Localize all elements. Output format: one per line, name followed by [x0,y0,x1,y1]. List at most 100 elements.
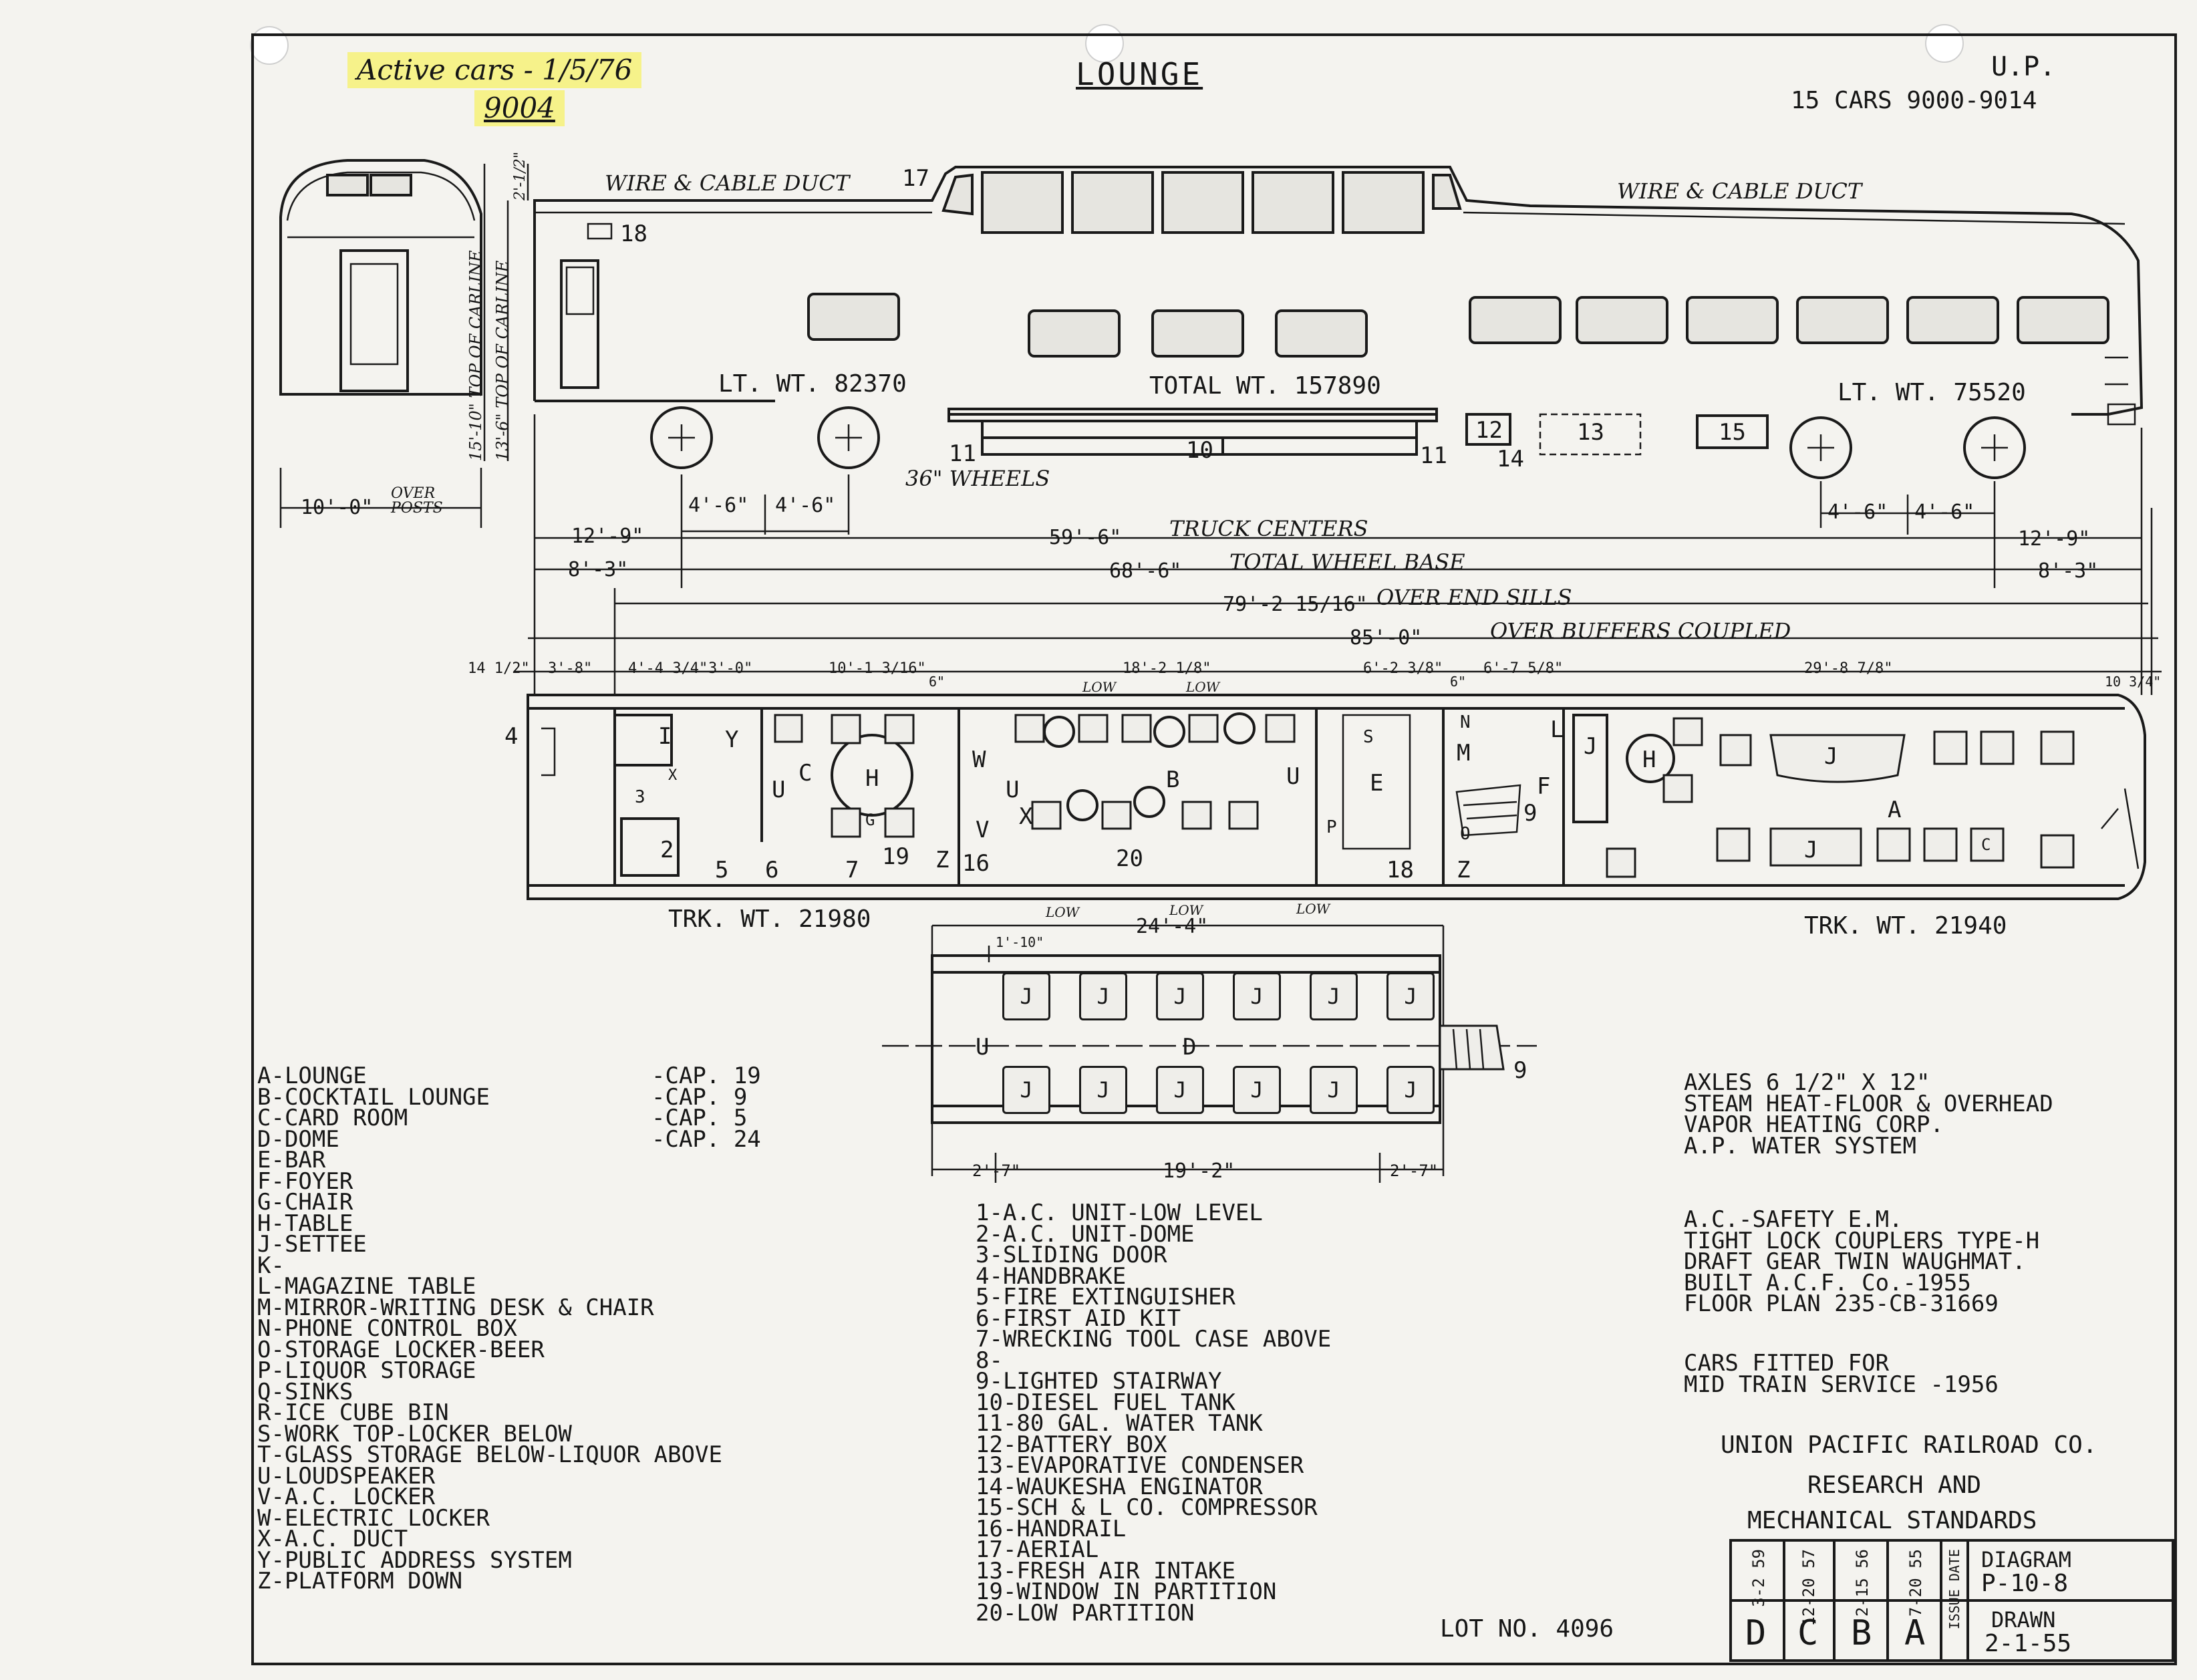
legend-letter-item-3: C-CARD ROOM [257,1105,408,1131]
plan-callout-16: 16 [962,850,990,877]
dome-windows [941,171,1462,234]
issue-letter-c: C [1797,1613,1819,1653]
plan-letter-m: M [1457,740,1471,766]
dome-seat: J [1386,972,1435,1020]
diagram-number: P-10-8 [1981,1570,2069,1597]
lt-wt-right: LT. WT. 75520 [1838,379,2026,406]
dim-plan-1: 14 1/2" [468,660,530,677]
low-label-2: LOW [1186,679,1220,695]
active-cars-note: Active cars - 1/5/76 [347,52,642,88]
dim-wheel-base-label: TOTAL WHEEL BASE [1229,549,1465,575]
dim-axle-left-1: 4'-6" [688,494,749,517]
plan-letter-c2: C [1981,835,1991,854]
plan-letter-w: W [972,746,986,773]
drawn-label: DRAWN [1991,1607,2056,1633]
plan-letter-z: Z [935,847,949,873]
plan-letter-a: A [1888,797,1902,823]
dome-end-left: 2'-7" [972,1161,1021,1180]
callout-11b: 11 [1420,442,1447,469]
legend-letter-item-2: B-COCKTAIL LOUNGE [257,1083,490,1111]
plan-letter-e: E [1370,770,1384,797]
spec-item-1: AXLES 6 1/2" X 12" [1684,1069,1930,1096]
plan-letter-c: C [798,760,813,787]
dome-seat: J [1002,1066,1050,1114]
dim-plan-8: 6'-2 3/8" [1363,660,1443,677]
plan-callout-5: 5 [715,857,729,883]
company-dept-1: RESEARCH AND [1807,1472,1982,1499]
dim-truck-centers: 59'-6" [1049,526,1122,549]
legend-letter-item-21: V-A.C. LOCKER [257,1484,436,1510]
plan-callout-20: 20 [1116,845,1143,872]
company-dept-2: MECHANICAL STANDARDS [1747,1507,2037,1534]
low-label-1: LOW [1082,679,1117,695]
plan-letter-f: F [1537,773,1551,800]
truck-weight-left: TRK. WT. 21980 [668,905,871,933]
plan-letter-n: N [1460,712,1471,732]
callout-17: 17 [902,165,929,192]
plan-callout-7: 7 [845,857,859,883]
plan-letter-z2: Z [1457,857,1471,883]
legend-number-item-15: 15-SCH & L CO. COMPRESSOR [976,1494,1318,1521]
dim-axle-left-2: 4'-6" [775,494,836,517]
fitted-line-2: MID TRAIN SERVICE -1956 [1684,1371,1999,1398]
railroad-initials: U.P. [1991,51,2056,82]
legend-letter-item-25: Z-PLATFORM DOWN [257,1568,463,1594]
plan-letter-h: H [865,765,879,792]
dim-buffers-label: OVER BUFFERS COUPLED [1490,618,1791,644]
legend-number-item-5: 5-FIRE EXTINGUISHER [976,1284,1235,1310]
spec2-item-5: FLOOR PLAN 235-CB-31669 [1684,1290,1999,1317]
wire-duct-left: WIRE & CABLE DUCT [605,170,850,196]
dim-plan-4: 3'-0" [708,660,753,677]
binder-hole-right [1925,24,1964,63]
plan-letter-u3: U [1286,763,1300,790]
plan-callout-3: 3 [635,787,645,807]
callout-11a: 11 [949,440,976,467]
legend-letter-item-11: L-MAGAZINE TABLE [257,1273,476,1300]
legend-letter-item-1: A-LOUNGE [257,1063,367,1089]
issue-date-d: 3-2 59 [1749,1549,1768,1607]
legend-letter-item-4: D-DOME [257,1125,339,1153]
legend-letter-item-9: J-SETTEE [257,1231,367,1258]
plan-callout-6: 6 [765,857,779,883]
dome-label-u: U [976,1034,990,1061]
legend-letter-item-13: N-PHONE CONTROL BOX [257,1315,517,1342]
legend-number-item-18: 13-FRESH AIR INTAKE [976,1557,1235,1584]
lounge-seats [1606,717,2075,878]
dim-truck-centers-label: TRUCK CENTERS [1169,516,1368,541]
spec2-item-2: TIGHT LOCK COUPLERS TYPE-H [1684,1227,2040,1254]
plan-letter-x: X [668,767,678,784]
plan-letter-x2: X [1019,803,1033,830]
legend-letter-item-10: K- [257,1252,285,1279]
low-label-4: LOW [1169,902,1203,918]
plan-letter-o: O [1460,824,1471,844]
height-carline: 13'-6" TOP OF CARLINE [493,260,512,461]
lot-number: LOT NO. 4096 [1440,1615,1614,1643]
dim-end-sills: 79'-2 15/16" [1223,593,1368,616]
plan-callout-9: 9 [1523,800,1537,827]
legend-number-item-11: 11-80 GAL. WATER TANK [976,1410,1263,1437]
plan-callout-4: 4 [504,723,519,750]
issue-date-b: 2-15 56 [1853,1549,1872,1617]
dim-plan-5: 10'-1 3/16" [829,660,926,677]
issue-letter-b: B [1851,1613,1872,1653]
legend-number-item-10: 10-DIESEL FUEL TANK [976,1389,1235,1416]
title-block [1729,1539,2174,1662]
dim-plan-2: 3'-8" [548,660,593,677]
dim-truck-offset-right: 12'-9" [2018,527,2091,551]
dim-plan-10: 6'-7 5/8" [1483,660,1564,677]
side-windows [807,293,2109,358]
plan-letter-i: I [658,723,672,750]
callout-18: 18 [620,221,647,247]
drawn-date: 2-1-55 [1985,1630,2072,1657]
dome-length: 24'-4" [1136,915,1209,938]
plan-letter-u: U [772,777,786,803]
wire-duct-right: WIRE & CABLE DUCT [1617,178,1862,204]
legend-letter-item-14: O-STORAGE LOCKER-BEER [257,1336,545,1363]
height-top-carline: 15'-10" TOP OF CARLINE [466,250,485,461]
dome-seat: J [1002,972,1050,1020]
dim-plan-3: 4'-4 3/4" [628,660,708,677]
issue-letter-d: D [1745,1613,1767,1653]
